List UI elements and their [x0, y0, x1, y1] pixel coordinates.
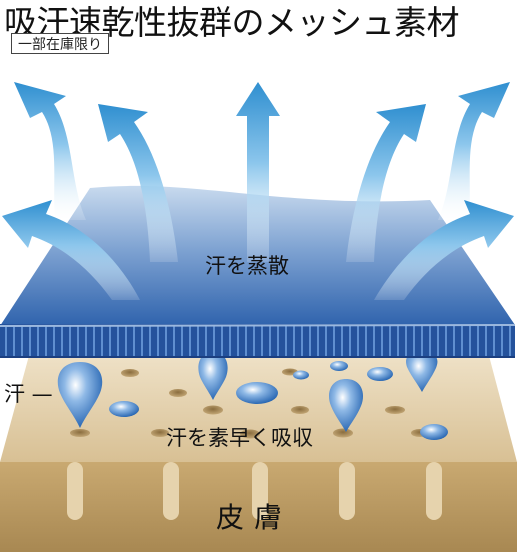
sweat-gland-channels	[67, 462, 442, 520]
water-droplet-icon	[57, 352, 448, 440]
upward-curved-arrow-icon	[2, 82, 514, 300]
sweat-label: 汗 —	[4, 382, 53, 406]
skin-label: 皮膚	[216, 501, 293, 534]
limited-stock-badge: 一部在庫限り	[11, 33, 109, 54]
absorb-label: 汗を素早く吸収	[166, 426, 313, 450]
evaporate-label: 汗を蒸散	[205, 254, 289, 278]
mesh-texture	[5, 326, 511, 356]
